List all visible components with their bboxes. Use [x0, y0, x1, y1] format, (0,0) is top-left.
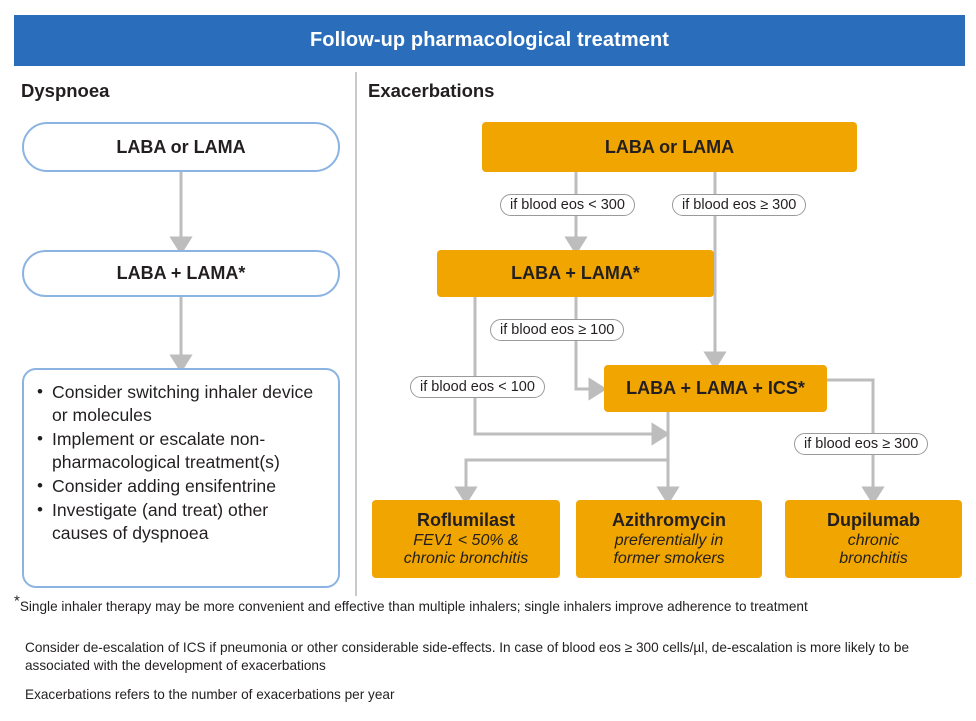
condition-eos-lt-300: if blood eos < 300 [500, 194, 635, 216]
node-exacerbations-laba-plus-lama[interactable]: LABA + LAMA* [437, 250, 714, 297]
list-item: Investigate (and treat) other causes of … [37, 498, 328, 545]
node-dyspnoea-laba-plus-lama[interactable]: LABA + LAMA* [22, 250, 340, 297]
condition-label: if blood eos < 300 [510, 197, 625, 213]
condition-label: if blood eos ≥ 100 [500, 322, 615, 338]
node-dyspnoea-laba-or-lama[interactable]: LABA or LAMA [22, 122, 340, 172]
condition-eos-ge-300: if blood eos ≥ 300 [672, 194, 807, 216]
footnote-single-inhaler: *Single inhaler therapy may be more conv… [14, 593, 966, 616]
connector-ics-to-roflumilast [454, 458, 668, 505]
condition-label: if blood eos ≥ 300 [682, 197, 797, 213]
node-label: LABA + LAMA* [511, 263, 640, 283]
recommendation-list: Consider switching inhaler device or mol… [30, 380, 328, 545]
footnote-exacerbations-definition: Exacerbations refers to the number of ex… [25, 687, 395, 702]
node-label: LABA or LAMA [116, 136, 246, 157]
list-item: Implement or escalate non-pharmacologica… [37, 427, 328, 474]
connector-right-eos-ge-100 [574, 297, 607, 401]
column-heading-exacerbations: Exacerbations [368, 80, 495, 101]
column-divider [355, 72, 357, 596]
node-exacerbations-laba-lama-ics[interactable]: LABA + LAMA + ICS* [604, 365, 827, 412]
condition-label: if blood eos ≥ 300 [804, 436, 919, 452]
node-label: LABA + LAMA* [116, 263, 246, 283]
list-item: Consider switching inhaler device or mol… [37, 380, 328, 427]
node-dyspnoea-recommendations: Consider switching inhaler device or mol… [22, 368, 340, 588]
condition-eos-ge-100: if blood eos ≥ 100 [490, 319, 625, 341]
condition-label: if blood eos < 100 [420, 379, 535, 395]
list-item: Consider adding ensifentrine [37, 474, 328, 498]
condition-eos-lt-100: if blood eos < 100 [410, 376, 545, 398]
outcome-name: Dupilumab [827, 509, 920, 530]
outcome-name: Azithromycin [611, 509, 726, 530]
column-heading-dyspnoea: Dyspnoea [21, 80, 110, 101]
footnote-text: Single inhaler therapy may be more conve… [19, 599, 808, 614]
outcome-detail: FEV1 < 50% &chronic bronchitis [403, 531, 529, 568]
footnote-star-marker: * [14, 592, 20, 610]
outcome-name: Roflumilast [416, 509, 515, 530]
footnote-de-escalation: Consider de-escalation of ICS if pneumon… [25, 640, 910, 673]
header-bar: Follow-up pharmacological treatment [14, 15, 965, 66]
condition-eos-ge-300-dupilumab: if blood eos ≥ 300 [794, 433, 929, 455]
page-title: Follow-up pharmacological treatment [309, 29, 670, 51]
node-label: LABA or LAMA [604, 136, 735, 157]
node-label: LABA + LAMA + ICS* [626, 378, 805, 398]
node-outcome-roflumilast[interactable]: Roflumilast FEV1 < 50% &chronic bronchit… [372, 500, 560, 578]
node-exacerbations-laba-or-lama[interactable]: LABA or LAMA [482, 122, 857, 172]
